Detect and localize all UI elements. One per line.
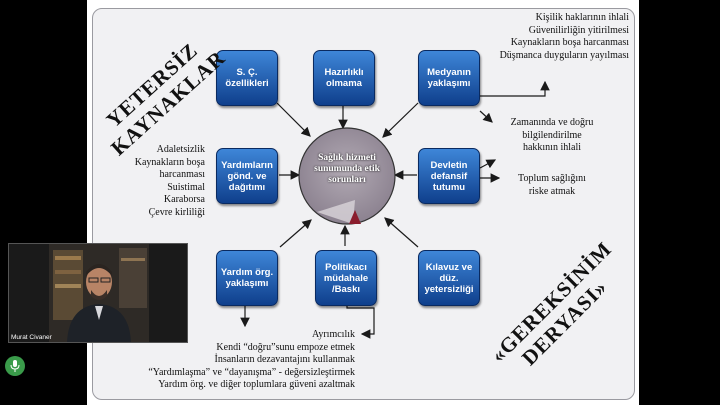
- participant-video-feed: [49, 244, 149, 342]
- box-yardim-org-yaklasimi: Yardım örg. yaklaşımı: [216, 250, 278, 306]
- center-topic: Sağlık hizmeti sunumunda etik sorunları: [314, 153, 380, 185]
- list-politik-etkiler: Ayrımcılık Kendi “doğru”sunu empoze etme…: [148, 329, 355, 391]
- participant-name: Murat Civaner: [11, 334, 52, 341]
- microphone-icon[interactable]: [5, 356, 25, 376]
- box-sc-ozellikleri: S. Ç. özellikleri: [216, 50, 278, 106]
- participant-video-tile[interactable]: Murat Civaner: [8, 243, 188, 343]
- box-politikaci-mudahale: Politikacı müdahale /Baskı: [315, 250, 377, 306]
- list-toplum-sagligi: Toplum sağlığını riske atmak: [518, 173, 586, 197]
- box-yardimlarin-dagitimi: Yardımların gönd. ve dağıtımı: [216, 148, 278, 204]
- box-kilavuz-yetersizligi: Kılavuz ve düz. yetersizliği: [418, 250, 480, 306]
- list-yardim-sorunlari: Adaletsizlik Kaynakların boşa harcanması…: [134, 144, 205, 218]
- box-devletin-tutumu: Devletin defansif tutumu: [418, 148, 480, 204]
- list-bilgilendirme: Zamanında ve doğru bilgilendirilme hakkı…: [510, 117, 594, 154]
- box-medyanin-yaklasimi: Medyanın yaklaşımı: [418, 50, 480, 106]
- box-hazirlikli-olmama: Hazırlıklı olmama: [313, 50, 375, 106]
- presentation-slide: S. Ç. özellikleri Hazırlıklı olmama Medy…: [87, 0, 639, 405]
- list-medya-effects: Kişilik haklarının ihlali Güvenilirliğin…: [499, 12, 629, 61]
